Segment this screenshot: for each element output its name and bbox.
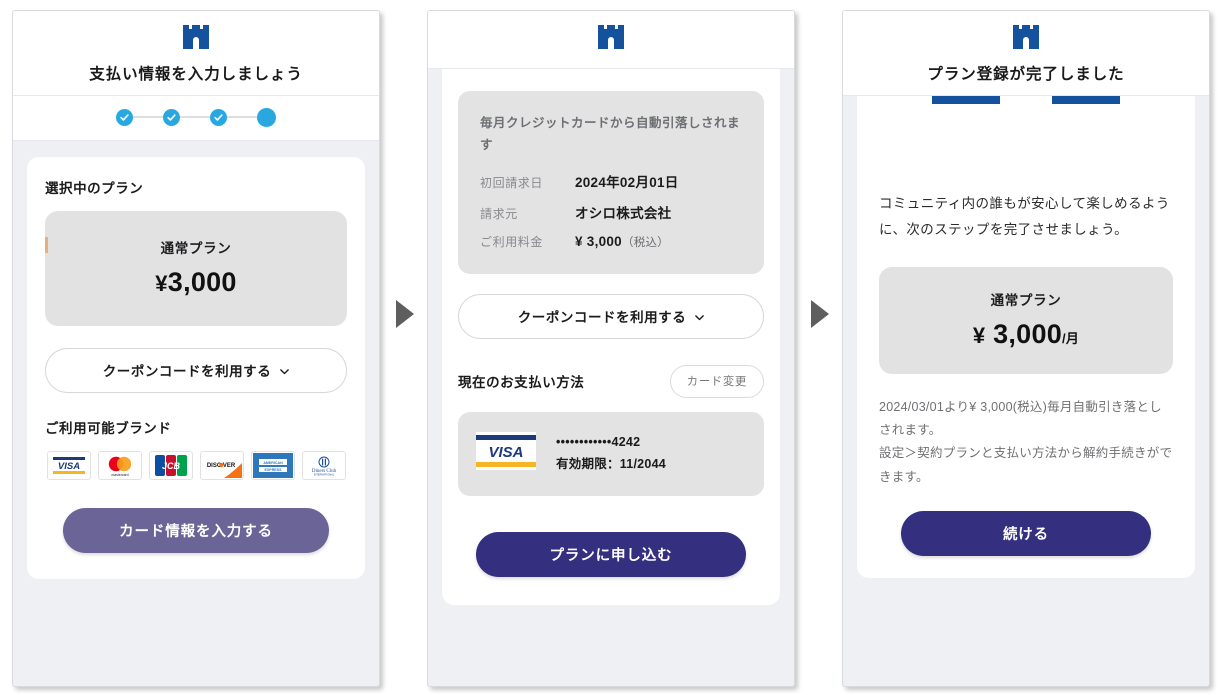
step-dot-4-current[interactable]	[257, 107, 276, 127]
change-card-button[interactable]: カード変更	[669, 364, 764, 398]
page-title: 支払い情報を入力しましょう	[89, 66, 303, 83]
summary-value: ¥ 3,000（税込）	[575, 234, 669, 250]
svg-text:mastercard: mastercard	[111, 473, 128, 477]
coupon-code-label: クーポンコードを利用する	[102, 364, 272, 380]
progress-bar-2	[1052, 95, 1120, 104]
svg-text:INTERNATIONAL: INTERNATIONAL	[313, 472, 334, 476]
screen3-header: プラン登録が完了しました	[843, 11, 1209, 96]
plan-box[interactable]: 通常プラン ¥3,000	[45, 210, 347, 326]
coupon-code-toggle[interactable]: クーポンコードを利用する	[45, 347, 347, 393]
card-details: ••••••••••••4242 有効期限：11/2044	[556, 432, 666, 476]
continue-label: 続ける	[1002, 526, 1050, 543]
screen-3-complete: プラン登録が完了しました コミュニティ内の誰もが安心して楽しめるように、次のステ…	[842, 10, 1210, 687]
step-dot-3[interactable]	[210, 108, 227, 126]
enter-card-info-label: カード情報を入力する	[119, 523, 273, 540]
step-dot-1[interactable]	[116, 108, 133, 126]
svg-text:JCB: JCB	[161, 461, 180, 471]
screen2-body: 毎月クレジットカードから自動引落しされます 初回請求日 2024年02月01日 …	[428, 69, 794, 605]
summary-key: ご利用料金	[480, 234, 544, 249]
billing-summary-lead: 毎月クレジットカードから自動引落しされます	[480, 116, 741, 152]
summary-key: 請求元	[480, 206, 518, 221]
screen2-header	[428, 11, 794, 69]
brand-logo-list: VISA mastercard JCB DISC VER AMERICAN EXP…	[45, 450, 347, 480]
subscribe-plan-button[interactable]: プランに申し込む	[476, 531, 746, 577]
step-connector-3	[227, 116, 257, 119]
flow-arrow-1	[396, 300, 414, 328]
billing-note-line-1: 2024/03/01より¥ 3,000(税込)毎月自動引き落としされます。	[879, 400, 1162, 438]
plan-accent-edge	[45, 236, 48, 253]
screen-1-payment-input: 支払い情報を入力しましょう 選択中のプラン	[12, 10, 380, 687]
visa-icon: VISA	[476, 432, 536, 475]
step-indicator	[13, 95, 379, 141]
summary-key: 初回請求日	[480, 175, 544, 190]
castle-icon	[428, 25, 794, 54]
summary-row-biller: 請求元 オシロ株式会社	[480, 202, 742, 222]
coupon-code-label: クーポンコードを利用する	[517, 310, 687, 326]
screen-2-confirm: 毎月クレジットカードから自動引落しされます 初回請求日 2024年02月01日 …	[427, 10, 795, 687]
enter-card-info-button[interactable]: カード情報を入力する	[63, 507, 329, 553]
chevron-down-icon	[694, 311, 705, 321]
check-icon	[214, 113, 223, 121]
saved-card-row[interactable]: VISA ••••••••••••4242 有効期限：11/2044	[458, 411, 764, 496]
card-number-masked: ••••••••••••4242	[556, 434, 641, 449]
screen1-body: 選択中のプラン 通常プラン ¥3,000 クーポンコードを利用する ご利用可能ブ…	[13, 156, 379, 579]
screen1-header: 支払い情報を入力しましょう	[13, 11, 379, 96]
change-card-label: カード変更	[686, 376, 747, 389]
mastercard-icon: mastercard	[97, 450, 142, 480]
flow-arrow-2	[811, 300, 829, 328]
step-dot-2[interactable]	[163, 108, 180, 126]
svg-text:AMERICAN: AMERICAN	[263, 460, 283, 464]
svg-text:Diners Club: Diners Club	[311, 469, 336, 474]
selected-plan-heading: 選択中のプラン	[45, 180, 144, 196]
coupon-code-toggle[interactable]: クーポンコードを利用する	[458, 293, 764, 339]
castle-icon	[13, 25, 379, 54]
visa-icon: VISA	[46, 450, 91, 480]
plan-price: ¥ 3,000/月	[889, 319, 1163, 350]
price-period: /月	[1062, 331, 1080, 347]
summary-tax-note: （税込）	[621, 236, 670, 249]
price-amount: 3,000	[993, 319, 1063, 350]
discover-icon: DISC VER	[199, 450, 244, 480]
jcb-icon: JCB	[148, 450, 193, 480]
summary-row-amount: ご利用料金 ¥ 3,000（税込）	[480, 233, 742, 250]
castle-icon	[843, 25, 1209, 54]
step-connector-2	[180, 116, 210, 119]
progress-bars	[879, 95, 1173, 106]
summary-row-first-billing: 初回請求日 2024年02月01日	[480, 171, 742, 191]
confirm-card: 毎月クレジットカードから自動引落しされます 初回請求日 2024年02月01日 …	[442, 69, 780, 605]
payment-method-heading: 現在のお支払い方法	[458, 375, 585, 391]
svg-text:VISA: VISA	[57, 461, 79, 472]
check-icon	[120, 113, 129, 121]
continue-button[interactable]: 続ける	[901, 510, 1151, 556]
billing-note-line-2: 設定＞契約プランと支払い方法から解約手続きができます。	[879, 446, 1173, 484]
card-expiry: 有効期限：11/2044	[556, 456, 666, 471]
currency-symbol: ¥	[972, 323, 986, 349]
summary-value: オシロ株式会社	[575, 205, 672, 221]
chevron-down-icon	[279, 365, 290, 375]
available-brands-heading: ご利用可能ブランド	[45, 420, 172, 436]
plan-price: ¥3,000	[55, 267, 337, 298]
price-amount: 3,000	[167, 266, 237, 297]
step-connector-1	[133, 116, 163, 119]
progress-bar-1	[932, 95, 1000, 104]
check-icon	[167, 113, 176, 121]
svg-text:EXPRESS: EXPRESS	[264, 468, 282, 472]
summary-value: 2024年02月01日	[575, 174, 679, 190]
subscribe-plan-label: プランに申し込む	[549, 547, 673, 564]
plan-box: 通常プラン ¥ 3,000/月	[879, 267, 1173, 375]
summary-amount: ¥ 3,000	[575, 233, 622, 249]
plan-selection-card: 選択中のプラン 通常プラン ¥3,000 クーポンコードを利用する ご利用可能ブ…	[27, 156, 365, 579]
svg-text:VISA: VISA	[488, 444, 523, 461]
plan-name: 通常プラン	[990, 293, 1062, 309]
payment-method-header: 現在のお支払い方法 カード変更	[458, 364, 764, 398]
page-title: プラン登録が完了しました	[927, 66, 1125, 83]
currency-symbol: ¥	[155, 270, 168, 296]
amex-icon: AMERICAN EXPRESS	[250, 450, 295, 480]
completion-lead: コミュニティ内の誰もが安心して楽しめるように、次のステップを完了させましょう。	[879, 195, 1170, 237]
billing-summary-panel: 毎月クレジットカードから自動引落しされます 初回請求日 2024年02月01日 …	[458, 91, 764, 274]
completion-card: コミュニティ内の誰もが安心して楽しめるように、次のステップを完了させましょう。 …	[857, 95, 1195, 578]
plan-name: 通常プラン	[160, 240, 232, 256]
screen3-body: コミュニティ内の誰もが安心して楽しめるように、次のステップを完了させましょう。 …	[843, 95, 1209, 578]
